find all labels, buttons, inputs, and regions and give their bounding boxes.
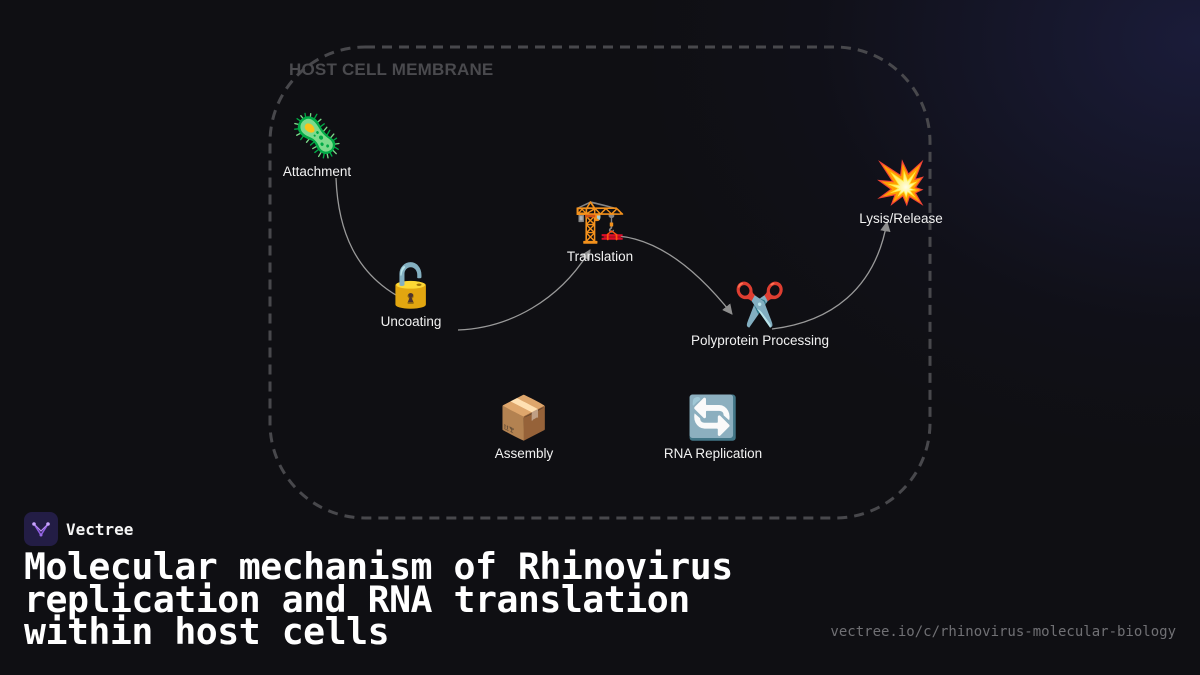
vectree-logo-icon xyxy=(24,512,58,546)
edge-polyprotein-lysis xyxy=(771,220,891,330)
brand: Vectree xyxy=(24,512,133,546)
node-label: Attachment xyxy=(282,164,352,179)
node-rna-replication: 🔄 RNA Replication xyxy=(663,393,763,462)
node-translation: 🏗️ Translation xyxy=(566,196,634,265)
node-assembly: 📦 Assembly xyxy=(494,393,554,462)
node-label: Uncoating xyxy=(380,314,442,329)
node-label: Polyprotein Processing xyxy=(690,333,830,348)
node-label: Translation xyxy=(566,249,634,264)
microbe-icon: 🦠 xyxy=(290,111,344,160)
page-title: Molecular mechanism of Rhinovirus replic… xyxy=(24,545,733,653)
node-uncoating: 🔓 Uncoating xyxy=(380,261,442,330)
node-label: RNA Replication xyxy=(663,446,763,461)
node-label: Lysis/Release xyxy=(859,211,943,226)
source-url: vectree.io/c/rhinovirus-molecular-biolog… xyxy=(830,624,1176,640)
edge-translation-polyprotein xyxy=(617,235,733,315)
host-cell-membrane xyxy=(268,45,932,520)
unlock-icon: 🔓 xyxy=(384,261,438,310)
node-polyprotein-processing: ✂️ Polyprotein Processing xyxy=(690,280,830,349)
edge-uncoating-translation xyxy=(457,249,591,331)
edge-attachment-uncoating xyxy=(335,177,406,301)
construction-icon: 🏗️ xyxy=(573,196,627,245)
node-attachment: 🦠 Attachment xyxy=(282,111,352,180)
package-icon: 📦 xyxy=(497,393,551,442)
node-label: Assembly xyxy=(494,446,554,461)
membrane-label: HOST CELL MEMBRANE xyxy=(289,60,494,79)
scissors-icon: ✂️ xyxy=(733,280,787,329)
brand-name: Vectree xyxy=(66,519,134,539)
collision-icon: 💥 xyxy=(874,158,928,207)
refresh-icon: 🔄 xyxy=(686,393,740,442)
node-lysis-release: 💥 Lysis/Release xyxy=(859,158,943,227)
